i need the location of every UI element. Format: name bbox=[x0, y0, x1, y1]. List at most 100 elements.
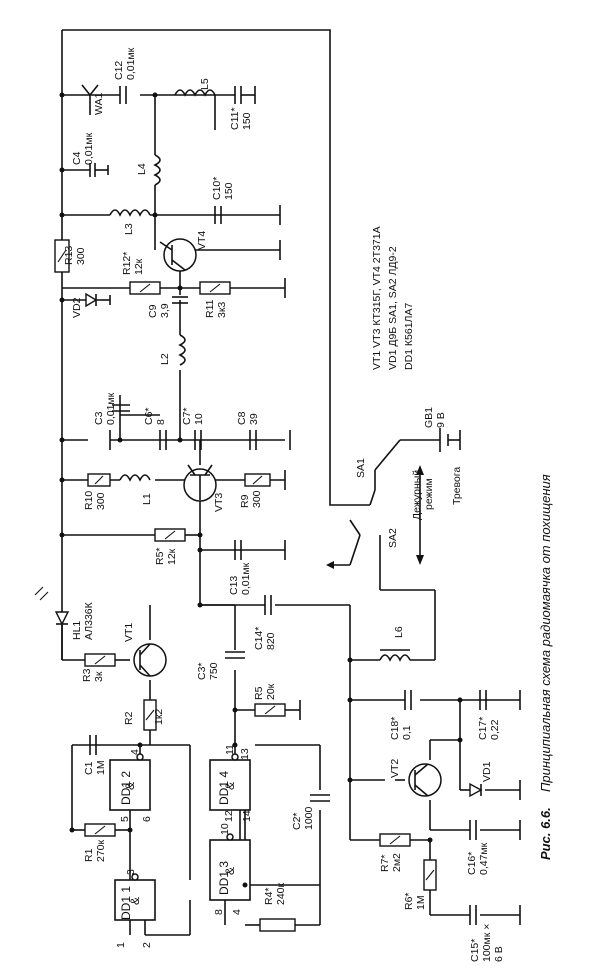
label-C1-val: 1М bbox=[95, 760, 107, 775]
L2-coil bbox=[178, 334, 186, 366]
L6-coil bbox=[379, 654, 411, 662]
pin-13: 13 bbox=[239, 748, 251, 760]
label-C17-val: 0,22 bbox=[489, 719, 501, 740]
pin-4b: 4 bbox=[231, 909, 243, 915]
label-C15-val: 100мк × bbox=[481, 924, 493, 962]
label-C14-ref: C14* bbox=[253, 627, 265, 650]
label-C6-ref: C6* bbox=[143, 407, 155, 425]
label-C8-val: 39 bbox=[248, 413, 260, 425]
label-C7-ref: C7* bbox=[181, 407, 193, 425]
diodes bbox=[34, 292, 483, 798]
label-SA2: SA2 bbox=[387, 528, 399, 548]
label-L1: L1 bbox=[141, 493, 153, 505]
label-R3-ref: R3 bbox=[81, 668, 93, 682]
label-C16-val: 0,47мк bbox=[478, 842, 490, 875]
pin-14: 14 bbox=[241, 810, 253, 822]
capacitors bbox=[89, 86, 487, 925]
antenna-WA1 bbox=[81, 84, 99, 115]
label-C3s-ref: C3* bbox=[196, 662, 208, 680]
pin-12: 12 bbox=[223, 810, 235, 822]
pin-6: 6 bbox=[141, 816, 153, 822]
label-R7-val: 2м2 bbox=[391, 853, 403, 872]
caption-text: Принципиальная схема радиомаячка от похи… bbox=[538, 474, 553, 792]
inductors bbox=[109, 89, 411, 662]
parts-list-line-1: VT1 VT3 КТ315Г, VT4 2Т371А bbox=[371, 226, 383, 370]
parts-list-line-2: VD1 Д9Б SA1, SA2 ЛД9-2 bbox=[387, 246, 399, 370]
label-R5b-ref: R5 bbox=[253, 686, 265, 700]
label-R2-ref: R2 bbox=[123, 711, 135, 725]
label-C8-ref: C8 bbox=[236, 411, 248, 425]
label-R12-val: 12к bbox=[133, 258, 145, 275]
label-C17-ref: C17* bbox=[477, 717, 489, 740]
gate-symbol-dd11: & bbox=[128, 897, 142, 905]
label-R5-val: 12к bbox=[166, 548, 178, 565]
label-VT2: VT2 bbox=[389, 759, 401, 778]
label-R13-val: 300 bbox=[75, 247, 87, 265]
label-VT3: VT3 bbox=[213, 493, 225, 512]
label-R10-val: 300 bbox=[95, 492, 107, 510]
DD1-4-body bbox=[209, 759, 251, 811]
junction-dots bbox=[59, 92, 463, 888]
label-R9-ref: R9 bbox=[239, 494, 251, 508]
label-C2-ref: C2* bbox=[291, 812, 303, 830]
transistors bbox=[133, 238, 442, 797]
label-C2-val: 1000 bbox=[303, 806, 315, 830]
label-C4-val: 0,01мк bbox=[83, 132, 95, 165]
VT2-symbol bbox=[408, 763, 442, 797]
label-C6-val: 8 bbox=[155, 419, 167, 425]
label-C16-ref: C16* bbox=[466, 852, 478, 875]
label-L4: L4 bbox=[136, 163, 148, 175]
label-C12-ref: C12 bbox=[113, 61, 125, 80]
pin-4: 4 bbox=[129, 749, 141, 755]
label-R6-val: 1М bbox=[415, 895, 427, 910]
label-R13-ref: R13 bbox=[63, 246, 75, 265]
resistors bbox=[54, 239, 437, 932]
DD1-1-body bbox=[114, 879, 156, 921]
L1-coil bbox=[119, 474, 151, 482]
gate-symbol-dd13: & bbox=[223, 867, 237, 875]
gate-symbol-dd12: & bbox=[123, 782, 137, 790]
gate-symbol-dd14: & bbox=[223, 782, 237, 790]
label-C18-val: 0,1 bbox=[401, 725, 413, 740]
label-R5-ref: R5* bbox=[154, 547, 166, 565]
label-DD13: DD1 3 bbox=[217, 861, 231, 895]
label-VT4: VT4 bbox=[196, 231, 208, 250]
L4-coil bbox=[153, 154, 161, 186]
label-C3-val: 0,01мк bbox=[105, 392, 117, 425]
label-R3-val: 3к bbox=[93, 671, 105, 682]
parts-list-line-3: DD1 К561ЛА7 bbox=[403, 303, 415, 370]
label-R1-val: 270к bbox=[95, 839, 107, 862]
label-R11-ref: R11 bbox=[204, 299, 216, 318]
L5-coil bbox=[174, 89, 216, 97]
label-L3: L3 bbox=[123, 223, 135, 235]
L3-coil bbox=[109, 209, 151, 217]
mode-arrows bbox=[326, 465, 424, 569]
label-R10-ref: R10 bbox=[83, 491, 95, 510]
label-C9-ref: C9 bbox=[147, 304, 159, 318]
label-R2-val: 1к2 bbox=[153, 709, 165, 725]
pin-8: 8 bbox=[213, 909, 225, 915]
label-GB1-ref: GB1 bbox=[423, 407, 435, 428]
mode-standby: Дежурный bbox=[411, 470, 423, 520]
label-VT1: VT1 bbox=[123, 623, 135, 642]
R4-body bbox=[259, 918, 296, 932]
label-WA1: WA1 bbox=[93, 92, 105, 115]
label-HL1-ref: HL1 bbox=[71, 621, 83, 640]
label-C10-val: 150 bbox=[223, 182, 235, 200]
pin-2: 2 bbox=[141, 942, 153, 948]
labels: WA1 C12 0,01мк L5 C11* 150 C4 0,01мк L4 … bbox=[63, 47, 553, 962]
label-DD14: DD1 4 bbox=[217, 771, 231, 805]
label-C1-ref: C1 bbox=[83, 761, 95, 775]
pin-3: 3 bbox=[125, 869, 137, 875]
label-C13-ref: C13 bbox=[228, 576, 240, 595]
label-SA1: SA1 bbox=[355, 458, 367, 478]
label-L2: L2 bbox=[159, 353, 171, 365]
label-C12-val: 0,01мк bbox=[125, 47, 137, 80]
pin-5: 5 bbox=[119, 816, 131, 822]
label-R4-ref: R4* bbox=[263, 887, 275, 905]
label-R12-ref: R12* bbox=[121, 252, 133, 275]
label-R1-ref: R1 bbox=[83, 848, 95, 862]
DD1-2-body bbox=[109, 759, 151, 811]
label-C13-val: 0,01мк bbox=[240, 562, 252, 595]
